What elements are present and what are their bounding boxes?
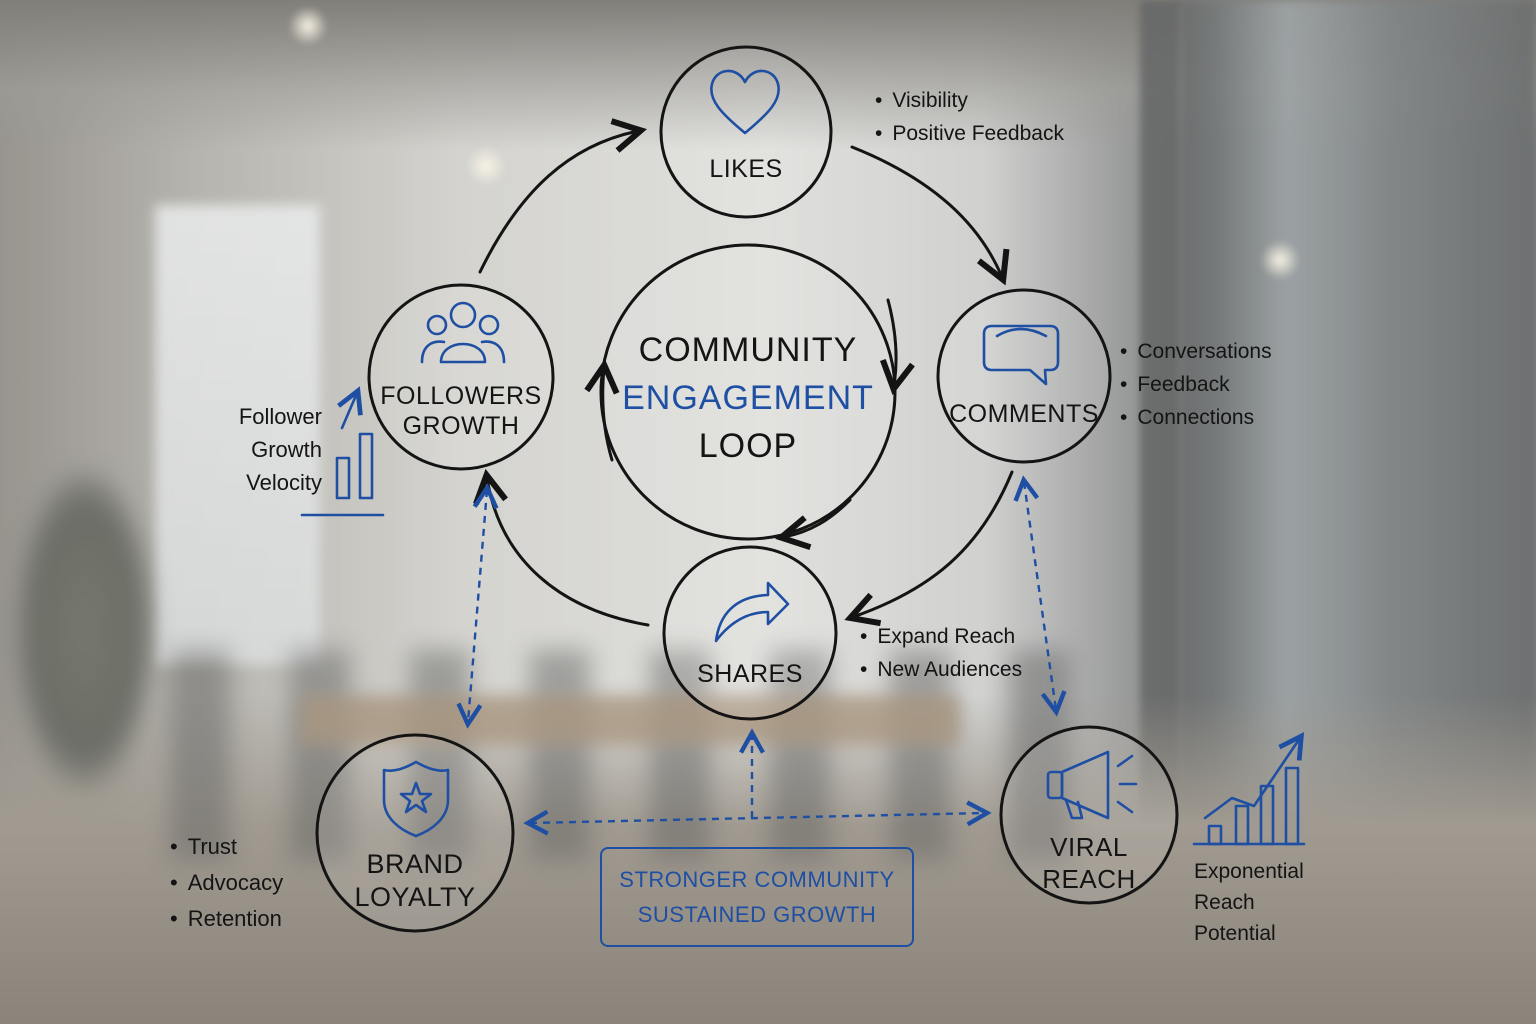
list-item: Connections	[1120, 401, 1272, 434]
speech-bubble-icon	[982, 324, 1060, 386]
comments-circle	[936, 288, 1112, 464]
megaphone-icon	[1046, 750, 1138, 820]
list-item: Positive Feedback	[875, 117, 1064, 150]
center-line-loop: LOOP	[698, 427, 798, 465]
list-item: Advocacy	[170, 865, 283, 901]
comments-label: COMMENTS	[949, 400, 1099, 428]
shares-circle	[662, 545, 838, 721]
list-item: Expand Reach	[860, 620, 1022, 653]
arrow-likes-to-comments	[850, 145, 1002, 277]
heart-icon	[710, 69, 780, 135]
dash-followers-brand	[468, 490, 487, 722]
people-group-icon	[420, 301, 506, 364]
list-item: Trust	[170, 829, 283, 865]
arrow-shares-to-followers	[487, 478, 650, 627]
brand-loyalty-label: BRAND LOYALTY	[354, 849, 476, 912]
comments-bullets: Conversations Feedback Connections	[1120, 335, 1272, 434]
list-item: New Audiences	[860, 653, 1022, 686]
list-item: Visibility	[875, 84, 1064, 117]
list-item: Conversations	[1120, 335, 1271, 368]
likes-bullets: Visibility Positive Feedback	[875, 84, 1064, 150]
viral-circle	[999, 725, 1179, 905]
center-line-engagement: ENGAGEMENT	[622, 379, 874, 417]
arrow-comments-to-shares	[853, 470, 1014, 617]
follower-velocity-note: Follower Growth Velocity	[238, 404, 322, 495]
brand-bullets: Trust Advocacy Retention	[170, 829, 283, 937]
callout-line-1: STRONGER COMMUNITY	[619, 867, 895, 892]
shield-star-icon	[382, 760, 450, 838]
center-title: COMMUNITY ENGAGEMENT LOOP	[598, 326, 898, 470]
followers-label: FOLLOWERS GROWTH	[380, 382, 542, 440]
list-item: Feedback	[1120, 368, 1272, 401]
viral-reach-label: VIRAL REACH	[1042, 832, 1136, 894]
followers-circle	[367, 283, 555, 471]
list-item: Retention	[170, 901, 283, 937]
callout-line-2: SUSTAINED GROWTH	[637, 902, 877, 927]
dash-brand-viral	[530, 813, 985, 823]
shares-label: SHARES	[697, 660, 803, 688]
dash-comments-viral	[1024, 482, 1056, 710]
exponential-reach-note: Exponential Reach Potential	[1194, 860, 1304, 945]
brand-circle	[315, 733, 515, 933]
center-line-community: COMMUNITY	[638, 331, 858, 369]
arrow-followers-to-likes	[478, 131, 638, 274]
growth-bars-icon	[300, 393, 385, 517]
summary-callout-box: STRONGER COMMUNITY SUSTAINED GROWTH	[600, 847, 914, 947]
likes-label: LIKES	[709, 155, 783, 183]
rising-chart-icon	[1192, 738, 1306, 846]
shares-bullets: Expand Reach New Audiences	[860, 620, 1022, 686]
share-arrow-icon	[714, 581, 790, 643]
